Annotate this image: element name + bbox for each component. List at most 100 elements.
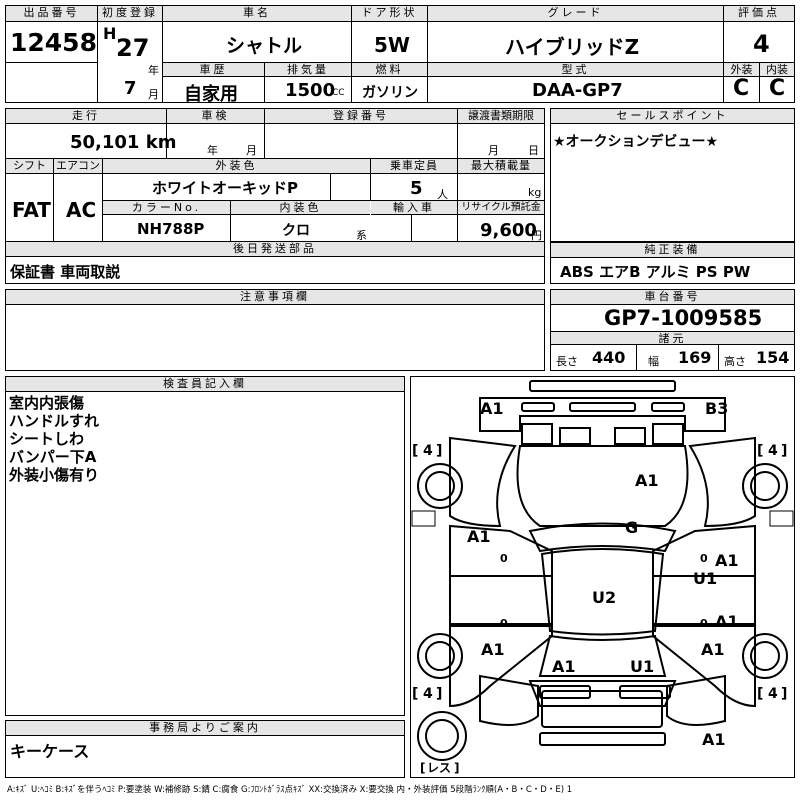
later-parts-text: 保証書 車両取説 <box>10 263 121 281</box>
inspection-label: 車検 <box>167 109 264 124</box>
color-no: NH788P <box>137 220 205 238</box>
ac: AC <box>66 198 97 222</box>
shift: FAT <box>12 198 51 222</box>
history-label: 車歴 <box>163 63 264 77</box>
transfer-month-unit: 月 <box>488 144 499 157</box>
mark-front-right: B3 <box>705 399 728 418</box>
sales-point-label: セールスポイント <box>551 109 794 124</box>
inspector-label: 検査員記入欄 <box>6 377 404 392</box>
spare-bracket-close: ] <box>454 761 459 775</box>
tire-rl-bracket: [ <box>412 686 418 702</box>
car-name: シャトル <box>226 35 303 57</box>
inspector-notes: 室内内張傷 ハンドルすれ シートしわ バンパー下A 外装小傷有り <box>9 394 99 484</box>
later-parts-label: 後日発送部品 <box>6 242 544 257</box>
shift-label: シフト <box>6 159 53 174</box>
transfer-label: 譲渡書類期限 <box>458 109 544 124</box>
width: 169 <box>678 348 712 367</box>
month: 7 <box>124 78 137 99</box>
zero-r1: 0 <box>700 552 708 565</box>
capacity: 5 <box>410 178 423 199</box>
mark-rear-left: A1 <box>552 657 576 676</box>
mark-roof: G <box>625 518 638 537</box>
score-label: 評価点 <box>724 6 794 22</box>
color-label: 外装色 <box>103 159 370 174</box>
zero-l2: 0 <box>500 617 508 630</box>
inspector-line: シートしわ <box>9 430 85 448</box>
tire-rl: 4 <box>423 686 433 702</box>
inspection-month-unit: 月 <box>246 144 257 157</box>
recycle-unit: 円 <box>531 229 542 242</box>
tire-fl: 4 <box>423 443 433 459</box>
tire-fr: 4 <box>768 443 778 459</box>
mark-front-left: A1 <box>480 399 504 418</box>
tire-fr-bracket-close: ] <box>781 443 787 459</box>
grade-label: グレード <box>428 6 723 22</box>
mark-rear-center: U1 <box>630 657 654 676</box>
zero-r2: 0 <box>700 617 708 630</box>
inspector-line: バンパー下A <box>9 448 97 466</box>
equipment-text: ABS エアB アルミ PS PW <box>560 263 751 281</box>
inspector-line: 室内内張傷 <box>9 394 85 412</box>
office-text: キーケース <box>10 742 90 761</box>
interior-unit: 系 <box>356 229 367 242</box>
ext-label: 外装 <box>724 63 759 77</box>
color-no-label: カラーNo. <box>103 201 230 215</box>
fuel-label: 燃料 <box>352 63 427 77</box>
score: 4 <box>753 30 770 58</box>
tire-fl-bracket-close: ] <box>436 443 442 459</box>
inspection-year-unit: 年 <box>207 144 218 157</box>
tire-rl-bracket-close: ] <box>436 686 442 702</box>
inspector-line: 外装小傷有り <box>9 466 100 484</box>
interior: クロ <box>282 223 310 239</box>
details-block <box>5 108 545 258</box>
ext-grade: C <box>733 76 750 101</box>
mark-left-front-door: A1 <box>467 527 491 546</box>
transfer-day-unit: 日 <box>528 144 539 157</box>
office-label: 事務局よりご案内 <box>6 721 404 736</box>
int-grade: C <box>769 76 786 101</box>
mileage-label: 走行 <box>6 109 166 124</box>
year: 27 <box>116 34 150 62</box>
chassis-number: GP7-1009585 <box>604 306 763 330</box>
length-label: 長さ <box>556 355 578 368</box>
mark-rear-bottom: A1 <box>702 730 726 749</box>
tire-rr-bracket: [ <box>757 686 763 702</box>
chassis-label: 車台番号 <box>551 290 794 305</box>
tire-fr-bracket: [ <box>757 443 763 459</box>
displacement-unit: CC <box>332 88 345 98</box>
mark-hood: A1 <box>635 471 659 490</box>
car-name-label: 車名 <box>163 6 351 22</box>
first-reg-label: 初度登録 <box>98 6 162 22</box>
door-label: ドア形状 <box>352 6 427 22</box>
zero-l1: 0 <box>500 552 508 565</box>
fuel: ガソリン <box>362 85 418 101</box>
model: DAA-GP7 <box>532 80 623 101</box>
later-parts-box <box>5 256 545 284</box>
displacement-label: 排気量 <box>265 63 351 77</box>
load-label: 最大積載量 <box>458 159 544 174</box>
notes-label: 注意事項欄 <box>6 290 544 305</box>
legend: A:ｷｽﾞ U:ﾍｺﾐ B:ｷｽﾞを伴うﾍｺﾐ P:要塗装 W:補修跡 S:錆 … <box>7 785 573 795</box>
sales-point-box <box>550 108 795 242</box>
interior-label: 内装色 <box>231 201 370 215</box>
mark-right-rear-door: A1 <box>715 612 739 631</box>
load-unit: kg <box>528 186 542 199</box>
recycle-label: リサイクル預託金 <box>458 201 544 215</box>
import-label: 輸入車 <box>371 201 457 215</box>
mark-right-front-door: A1 <box>715 551 739 570</box>
mark-left-rear: A1 <box>481 640 505 659</box>
tire-fl-bracket: [ <box>412 443 418 459</box>
mark-right-rear: A1 <box>701 640 725 659</box>
tire-rr: 4 <box>768 686 778 702</box>
width-label: 幅 <box>648 355 659 368</box>
grade: ハイブリッドZ <box>505 35 640 59</box>
recycle: 9,600 <box>480 220 537 241</box>
reg-no-label: 登録番号 <box>265 109 457 124</box>
mileage: 50,101 km <box>70 132 177 153</box>
height: 154 <box>756 348 790 367</box>
length: 440 <box>592 348 626 367</box>
mark-trunk-roof: U2 <box>592 588 616 607</box>
era: H <box>103 24 117 43</box>
lot-no-label: 出品番号 <box>6 6 97 22</box>
lot-no: 12458 <box>10 28 97 57</box>
